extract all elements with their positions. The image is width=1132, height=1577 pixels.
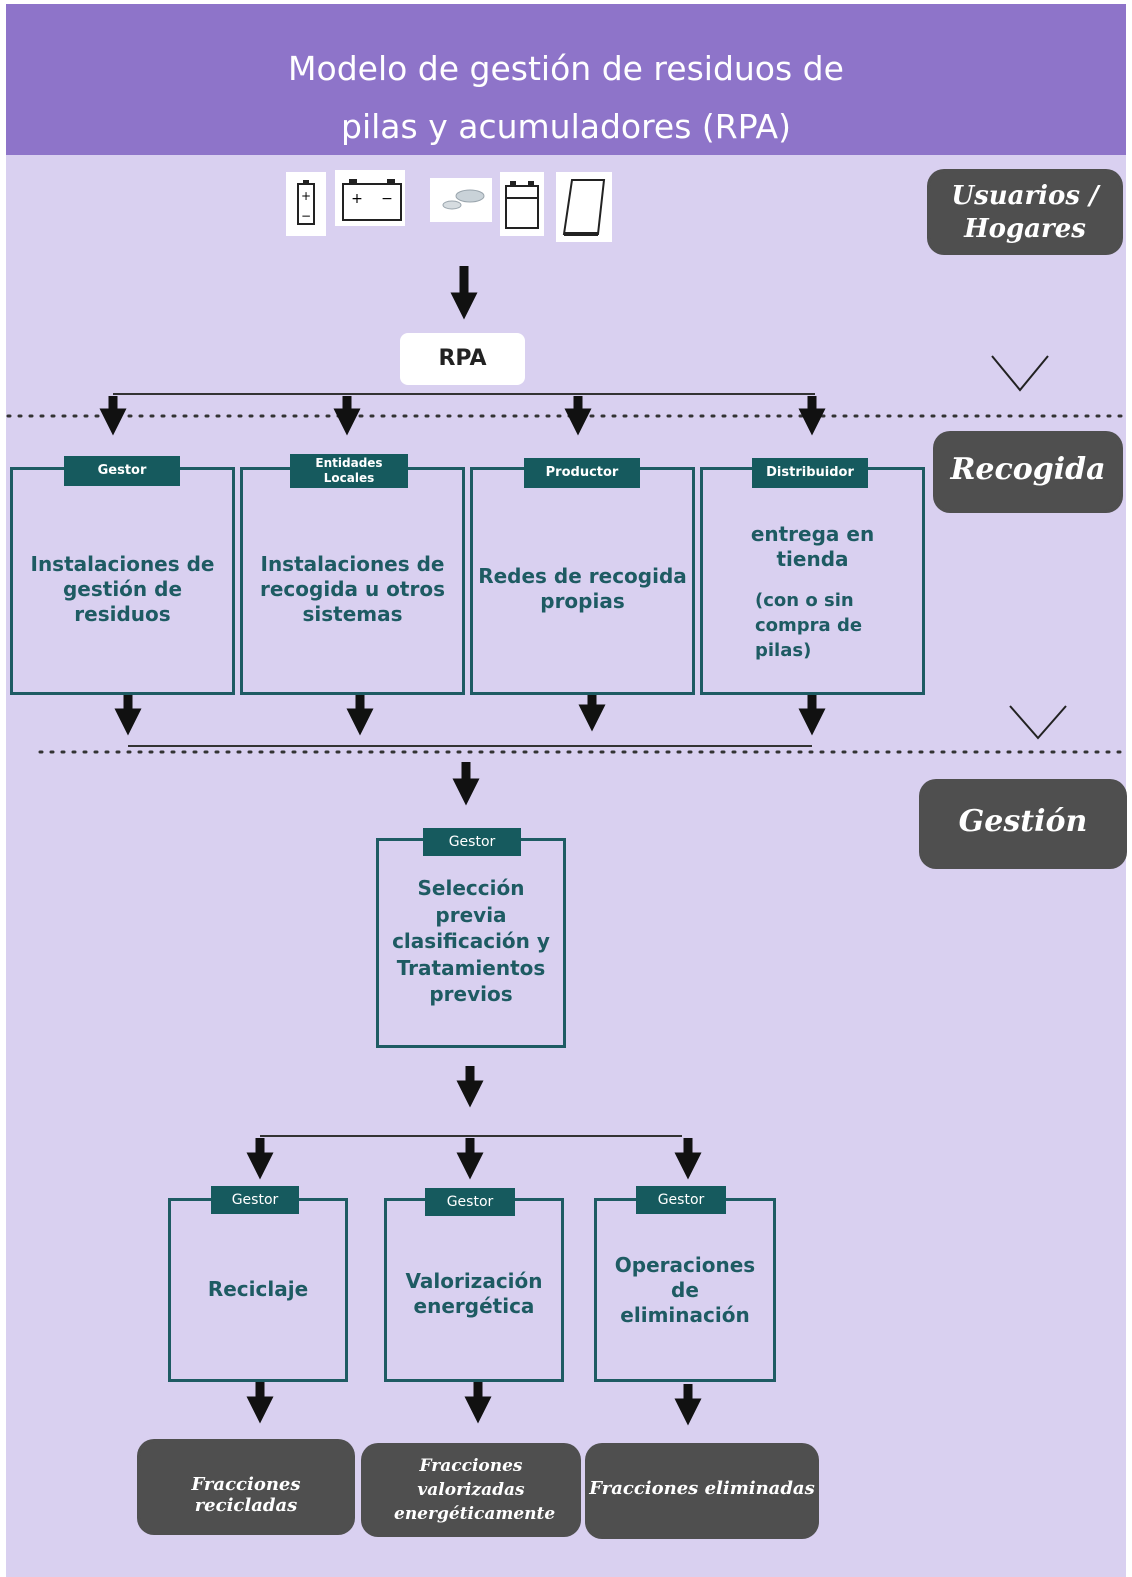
svg-text:−: − xyxy=(301,209,311,223)
svg-text:−: − xyxy=(381,191,393,207)
preselection-text: Selección previa clasificación y Tratami… xyxy=(392,876,550,1006)
treatment-text: Valorización energética xyxy=(405,1269,543,1318)
button-cell-icon xyxy=(430,178,492,222)
diagram-background xyxy=(6,155,1126,1577)
treatment-box-valorizacion: Valorización energética xyxy=(384,1198,564,1382)
title-line-2: pilas y acumuladores (RPA) xyxy=(341,107,791,146)
output-label: Fracciones eliminadas xyxy=(589,1478,815,1499)
stage-badge-usuarios: Usuarios / Hogares xyxy=(930,172,1120,252)
preselection-box: Selección previa clasificación y Tratami… xyxy=(376,838,566,1048)
stage-label-usuarios: Usuarios / Hogares xyxy=(951,181,1099,244)
collection-box-distribuidor: entrega en tienda (con o sin compra de p… xyxy=(700,467,925,695)
chevron-down-icon xyxy=(991,355,1049,392)
output-badge-valorizadas: Fracciones valorizadas energéticamente xyxy=(364,1446,578,1534)
battery-cylinder-icon: +− xyxy=(286,172,326,236)
stage-badge-recogida: Recogida xyxy=(936,434,1120,510)
collection-text: entrega en tienda xyxy=(750,522,875,571)
treatment-tag: Gestor xyxy=(425,1188,515,1216)
stage-badge-gestion: Gestión xyxy=(922,782,1124,866)
collection-note: (con o sin compra de pilas) xyxy=(755,590,863,661)
output-badge-recicladas: Fracciones recicladas xyxy=(140,1442,352,1532)
treatment-tag: Gestor xyxy=(211,1186,299,1214)
output-label: Fracciones recicladas xyxy=(191,1474,301,1516)
collection-box-productor: Redes de recogida propias xyxy=(470,467,695,695)
chevron-down-icon xyxy=(1009,705,1067,740)
collection-box-gestor: Instalaciones de gestión de residuos xyxy=(10,467,235,695)
treatment-text: Reciclaje xyxy=(207,1277,309,1301)
collection-tag: Distribuidor xyxy=(752,458,868,488)
collection-tag: Productor xyxy=(524,458,640,488)
svg-text:+: + xyxy=(351,191,363,207)
square-battery-icon xyxy=(500,172,544,236)
stage-label-recogida: Recogida xyxy=(950,452,1106,487)
treatment-box-eliminacion: Operaciones de eliminación xyxy=(594,1198,776,1382)
collection-box-entidades: Instalaciones de recogida u otros sistem… xyxy=(240,467,465,695)
treatment-tag: Gestor xyxy=(636,1186,726,1214)
collection-tag: Gestor xyxy=(64,456,180,486)
title-line-1: Modelo de gestión de residuos de xyxy=(288,49,844,88)
output-label: Fracciones valorizadas energéticamente xyxy=(394,1456,556,1524)
stage-label-gestion: Gestión xyxy=(958,804,1088,839)
preselection-tag: Gestor xyxy=(423,828,521,856)
collection-text: Instalaciones de recogida u otros sistem… xyxy=(260,552,445,626)
car-battery-icon: +− xyxy=(335,170,405,226)
output-badge-eliminadas: Fracciones eliminadas xyxy=(588,1446,816,1536)
collection-text: Redes de recogida propias xyxy=(478,564,687,613)
collection-tag: Entidades Locales xyxy=(290,454,408,488)
rpa-label: RPA xyxy=(400,333,525,385)
treatment-box-reciclaje: Reciclaje xyxy=(168,1198,348,1382)
collection-text: Instalaciones de gestión de residuos xyxy=(30,552,215,626)
flat-battery-icon xyxy=(556,172,612,242)
treatment-text: Operaciones de eliminación xyxy=(614,1253,756,1327)
header-banner: Modelo de gestión de residuos de pilas y… xyxy=(6,4,1126,155)
svg-text:+: + xyxy=(301,189,311,203)
